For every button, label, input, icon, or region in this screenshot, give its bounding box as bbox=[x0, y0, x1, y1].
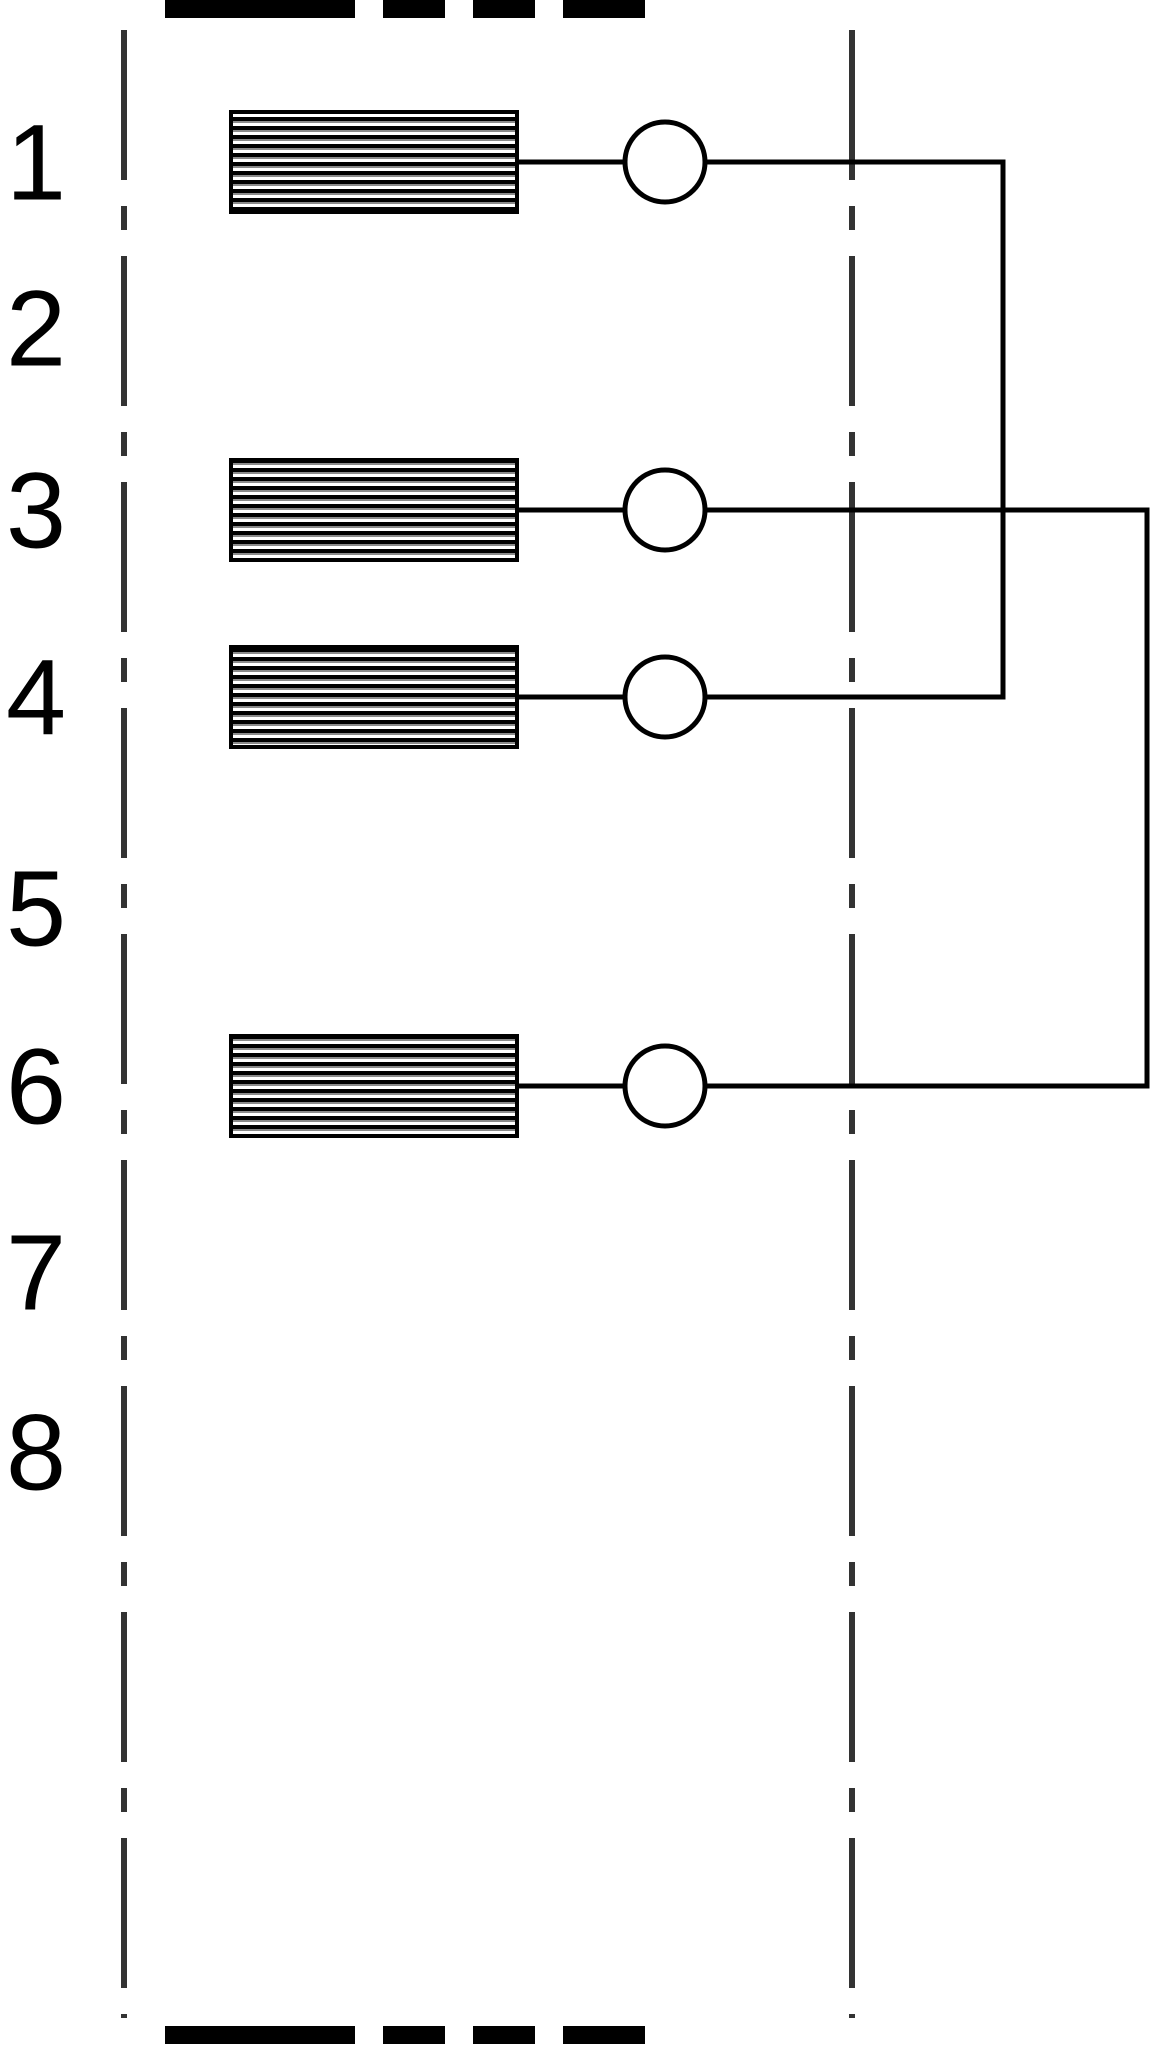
row-label-3: 3 bbox=[6, 450, 66, 571]
coil-block-row-6[interactable] bbox=[229, 1034, 519, 1138]
coil-block-row-1[interactable] bbox=[229, 110, 519, 214]
row-label-6: 6 bbox=[6, 1026, 66, 1147]
row-label-8: 8 bbox=[6, 1392, 66, 1513]
circle-terminal-row-1[interactable] bbox=[622, 119, 708, 205]
coil-block-row-3[interactable] bbox=[229, 458, 519, 562]
circle-terminal-row-3[interactable] bbox=[622, 467, 708, 553]
enclosure-boundary bbox=[121, 0, 855, 2044]
row-label-7: 7 bbox=[6, 1212, 66, 1333]
circle-terminal-row-6[interactable] bbox=[622, 1043, 708, 1129]
row-label-2: 2 bbox=[6, 268, 66, 389]
component-row-4[interactable] bbox=[229, 645, 708, 749]
component-row-1[interactable] bbox=[229, 110, 708, 214]
wire-row1-to-row4[interactable] bbox=[705, 159, 1006, 700]
row-label-4: 4 bbox=[6, 637, 66, 758]
coil-block-row-4[interactable] bbox=[229, 645, 519, 749]
row-label-5: 5 bbox=[6, 848, 66, 969]
routing-wires bbox=[705, 159, 1150, 1089]
row-label-column: 1 2 3 4 5 6 7 8 bbox=[6, 102, 66, 1513]
row-label-1: 1 bbox=[6, 102, 66, 223]
circle-terminal-row-4[interactable] bbox=[622, 654, 708, 740]
component-row-6[interactable] bbox=[229, 1034, 708, 1138]
component-row-3[interactable] bbox=[229, 458, 708, 562]
wire-row3-to-row6[interactable] bbox=[705, 507, 1150, 1089]
